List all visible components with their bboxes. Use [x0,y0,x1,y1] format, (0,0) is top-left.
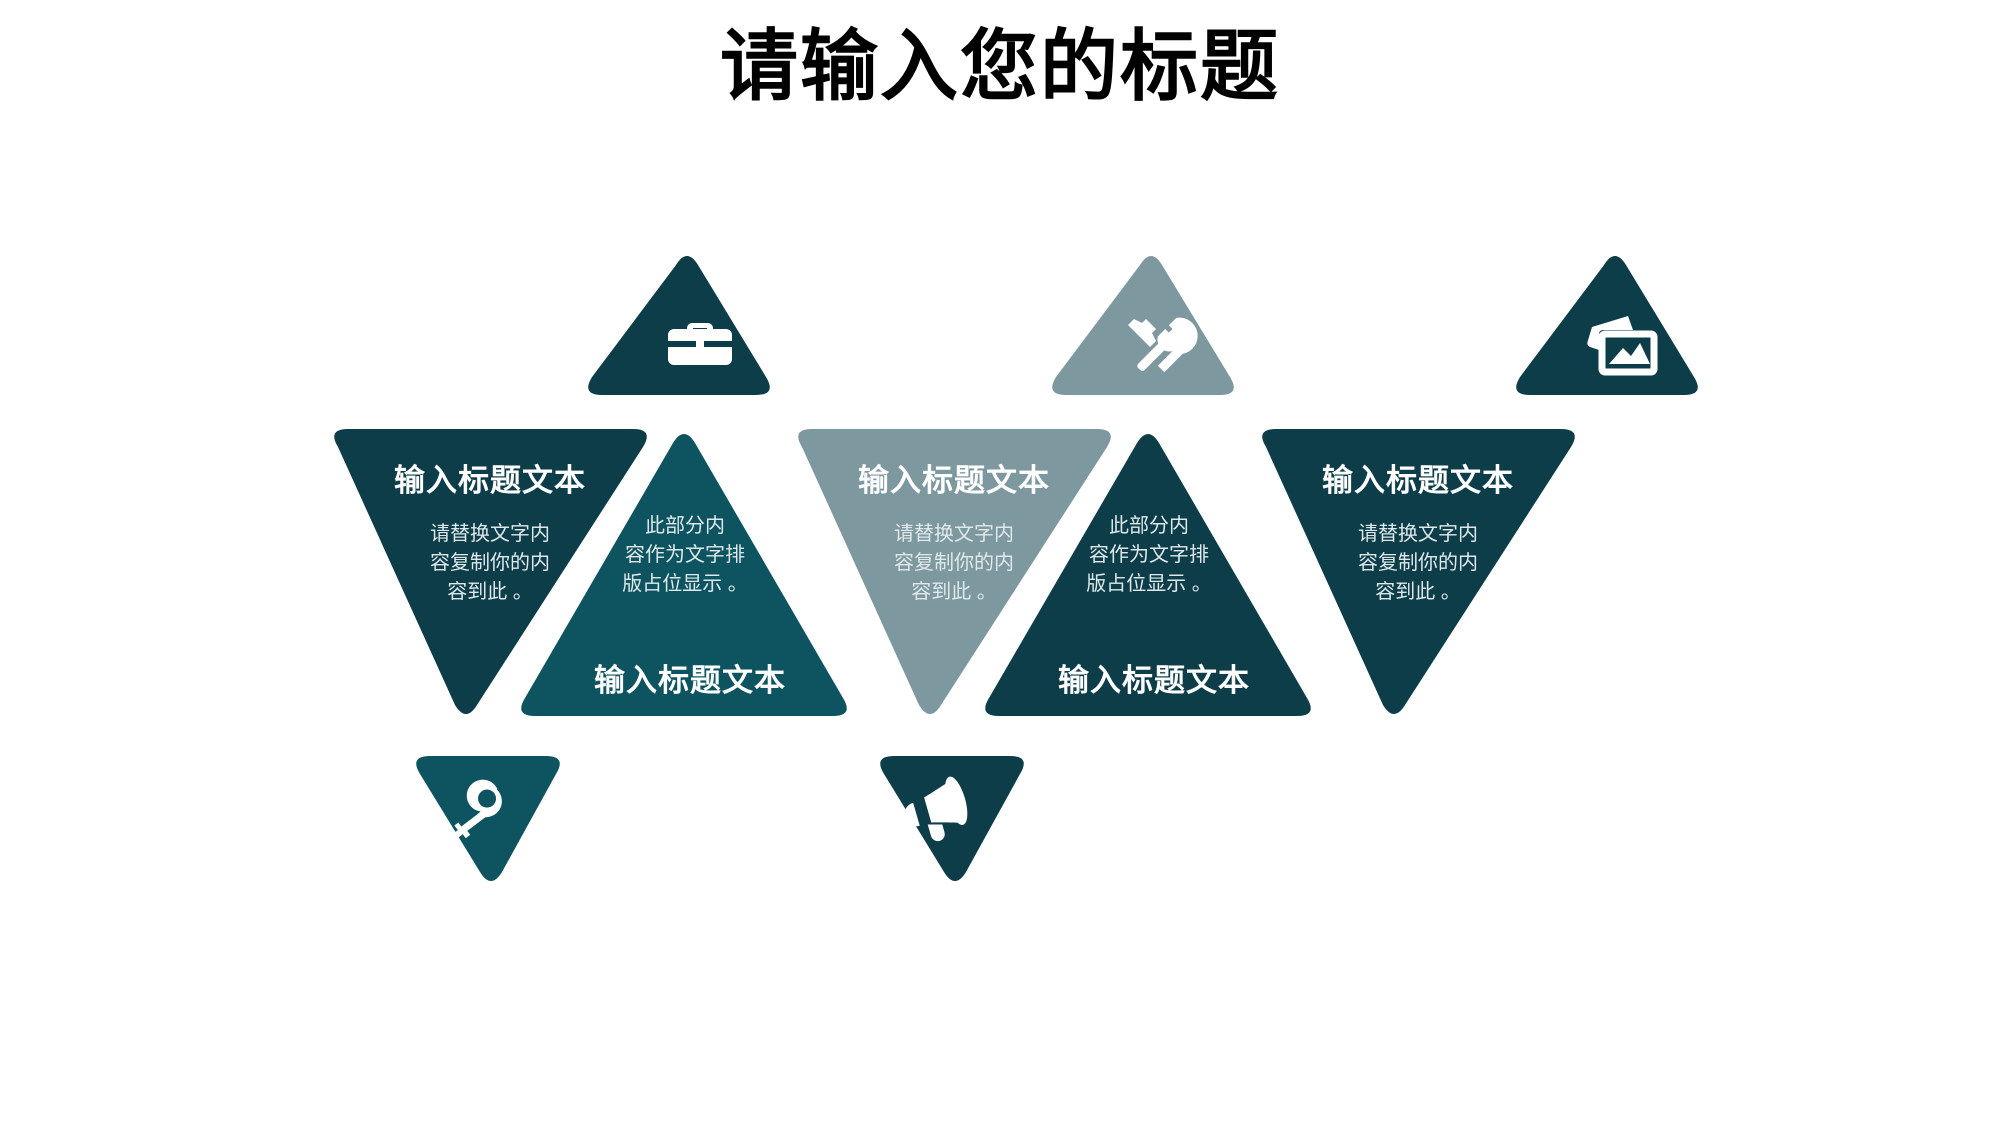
page-title: 请输入您的标题 [719,22,1280,110]
panel-4-shape [985,434,1311,716]
panel-2[interactable] [416,434,847,881]
panel-1-shape [334,429,647,714]
panel-2-icon-shape [416,756,560,881]
panel-3-shape [798,429,1111,714]
panel-4[interactable] [880,434,1311,881]
panel-2-shape [521,434,847,716]
panel-1[interactable] [334,256,770,714]
panel-3[interactable] [798,256,1234,714]
panel-5-shape [1262,429,1575,714]
panel-1-icon-shape [588,256,770,395]
panel-5[interactable] [1262,256,1698,714]
